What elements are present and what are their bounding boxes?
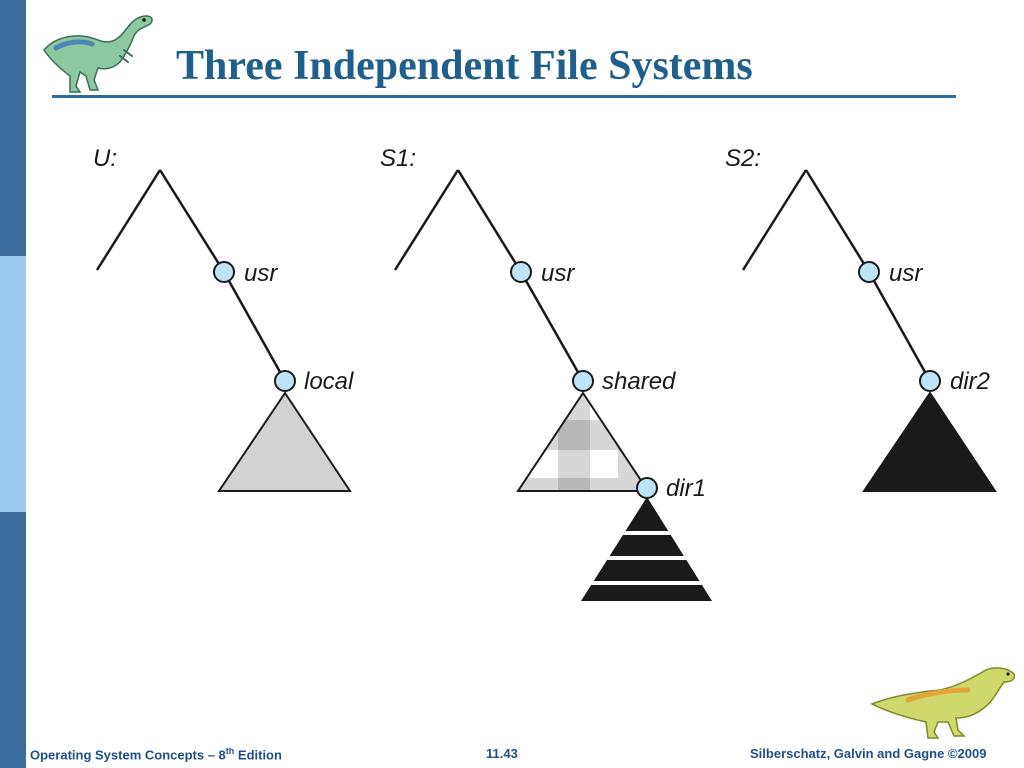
tree-s1-left-branch: [393, 169, 460, 271]
tree-s1-edge-usr: [456, 169, 523, 273]
tree-s1-shared-subtree: [518, 393, 648, 491]
tree-s2-node-dir2: [919, 370, 941, 392]
tree-u-edge-usr: [158, 169, 226, 273]
tree-u-edge-local: [222, 271, 287, 382]
tree-u-local-subtree: [217, 391, 352, 492]
footer-authors: Silberschatz, Galvin and Gagne ©2009: [750, 746, 987, 761]
tree-s1-shared-outline: [516, 391, 650, 492]
tree-s1-shared-label: shared: [602, 368, 676, 395]
tree-s2: S2: usr dir2: [725, 145, 997, 492]
tree-s2-dir2-subtree: [862, 391, 997, 492]
tree-s1-dir1-subtree: [581, 497, 712, 601]
tree-s1-node-usr: [510, 261, 532, 283]
tree-s2-edge-dir2: [867, 271, 932, 382]
accent-bar-middle: [0, 256, 26, 512]
tree-s1: S1: usr shared dir1: [380, 145, 712, 601]
tree-s2-usr-label: usr: [889, 260, 923, 287]
tree-s2-edge-usr: [804, 169, 871, 273]
tree-s2-dir2-label: dir2: [950, 368, 990, 395]
accent-bar-top: [0, 0, 26, 256]
tree-u-usr-label: usr: [244, 260, 278, 287]
tree-s1-dir1-label: dir1: [666, 475, 706, 502]
footer-book-title: Operating System Concepts – 8th Edition: [30, 746, 282, 763]
tree-u-node-local: [274, 370, 296, 392]
tree-u: U: usr local: [93, 145, 354, 492]
tree-s2-left-branch: [741, 169, 808, 271]
tree-u-root-label: U:: [93, 145, 117, 172]
tree-s1-usr-label: usr: [541, 260, 575, 287]
tree-u-local-label: local: [304, 368, 354, 395]
tree-s1-node-shared: [572, 370, 594, 392]
tree-u-node-usr: [213, 261, 235, 283]
tree-s1-root-label: S1:: [380, 145, 416, 172]
dinosaur-icon: [870, 667, 1016, 739]
tree-s1-node-dir1: [636, 477, 658, 499]
title-underline: [52, 95, 956, 98]
tree-s2-root-label: S2:: [725, 145, 761, 172]
slide-title: Three Independent File Systems: [176, 43, 753, 89]
footer-page-number: 11.43: [486, 746, 518, 761]
tree-u-left-branch: [95, 169, 162, 271]
left-accent-bar: [0, 0, 26, 768]
accent-bar-bottom: [0, 512, 26, 768]
tree-s2-node-usr: [858, 261, 880, 283]
tree-s1-edge-shared: [519, 271, 585, 382]
dinosaur-icon: [43, 15, 153, 93]
